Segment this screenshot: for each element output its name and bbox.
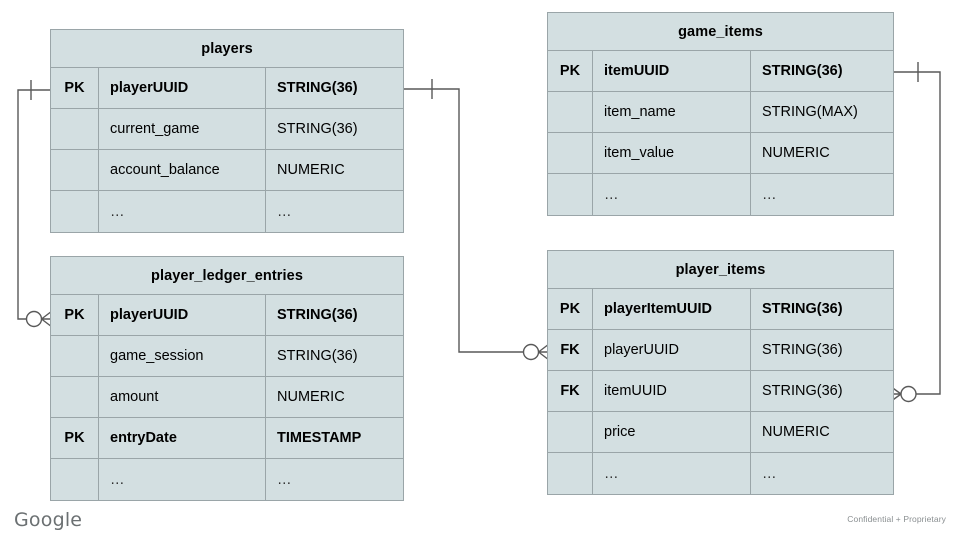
row-name: playerItemUUID — [593, 289, 751, 329]
row-key — [51, 459, 99, 500]
row-key — [548, 92, 593, 132]
row-key — [548, 174, 593, 215]
row-type: STRING(36) — [762, 342, 843, 358]
relationship-game-items-to-player-items — [889, 62, 941, 403]
row-name: entryDate — [99, 418, 266, 458]
row-type: STRING(36) — [762, 383, 843, 399]
row-type: STRING(36) — [277, 348, 358, 364]
table-row[interactable]: account_balance NUMERIC — [51, 150, 403, 191]
row-name: … — [99, 191, 266, 232]
table-row[interactable]: … … — [51, 191, 403, 232]
table-row[interactable]: game_session STRING(36) — [51, 336, 403, 377]
row-type: … — [762, 465, 778, 482]
row-key: FK — [548, 330, 593, 370]
row-name: itemUUID — [593, 371, 751, 411]
row-name: playerUUID — [99, 68, 266, 108]
row-name: amount — [99, 377, 266, 417]
row-key: FK — [548, 371, 593, 411]
row-key — [51, 191, 99, 232]
entity-title: player_ledger_entries — [51, 257, 403, 295]
entity-game-items[interactable]: game_items PK itemUUID STRING(36) item_n… — [547, 12, 894, 216]
relationship-players-to-ledger — [17, 80, 53, 328]
row-key — [51, 336, 99, 376]
row-key: PK — [51, 295, 99, 335]
row-key — [548, 133, 593, 173]
entity-title: game_items — [548, 13, 893, 51]
table-row[interactable]: PK playerUUID STRING(36) — [51, 295, 403, 336]
table-row[interactable]: … … — [548, 174, 893, 215]
table-row[interactable]: current_game STRING(36) — [51, 109, 403, 150]
row-type: NUMERIC — [762, 145, 830, 161]
row-type: STRING(36) — [762, 301, 843, 317]
table-row[interactable]: FK playerUUID STRING(36) — [548, 330, 893, 371]
table-row[interactable]: … … — [51, 459, 403, 500]
row-type: NUMERIC — [277, 389, 345, 405]
row-name: current_game — [99, 109, 266, 149]
table-row[interactable]: PK playerUUID STRING(36) — [51, 68, 403, 109]
row-name: … — [593, 174, 751, 215]
row-type: TIMESTAMP — [277, 430, 362, 446]
row-key — [51, 109, 99, 149]
row-name: itemUUID — [593, 51, 751, 91]
row-name: … — [593, 453, 751, 494]
row-type: STRING(36) — [277, 121, 358, 137]
entity-player-items[interactable]: player_items PK playerItemUUID STRING(36… — [547, 250, 894, 495]
row-name: playerUUID — [593, 330, 751, 370]
row-key: PK — [51, 418, 99, 458]
row-name: account_balance — [99, 150, 266, 190]
row-name: playerUUID — [99, 295, 266, 335]
entity-title: players — [51, 30, 403, 68]
row-name: … — [99, 459, 266, 500]
row-name: item_value — [593, 133, 751, 173]
row-type: STRING(36) — [277, 307, 358, 323]
row-type: STRING(36) — [762, 63, 843, 79]
row-key — [548, 412, 593, 452]
row-type: … — [762, 186, 778, 203]
row-type: … — [277, 471, 293, 488]
row-key — [51, 150, 99, 190]
table-row[interactable]: … … — [548, 453, 893, 494]
table-row[interactable]: price NUMERIC — [548, 412, 893, 453]
table-row[interactable]: amount NUMERIC — [51, 377, 403, 418]
row-type: NUMERIC — [277, 162, 345, 178]
table-row[interactable]: PK itemUUID STRING(36) — [548, 51, 893, 92]
row-key: PK — [548, 51, 593, 91]
row-key — [51, 377, 99, 417]
row-type: NUMERIC — [762, 424, 830, 440]
confidentiality-note: Confidential + Proprietary — [847, 514, 946, 524]
row-key — [548, 453, 593, 494]
table-row[interactable]: item_value NUMERIC — [548, 133, 893, 174]
table-row[interactable]: FK itemUUID STRING(36) — [548, 371, 893, 412]
row-type: … — [277, 203, 293, 220]
row-name: item_name — [593, 92, 751, 132]
row-name: price — [593, 412, 751, 452]
row-type: STRING(36) — [277, 80, 358, 96]
relationship-players-to-player-items — [404, 79, 550, 361]
table-row[interactable]: item_name STRING(MAX) — [548, 92, 893, 133]
row-type: STRING(MAX) — [762, 104, 858, 120]
entity-players[interactable]: players PK playerUUID STRING(36) current… — [50, 29, 404, 233]
google-logo: Google — [14, 509, 83, 531]
table-row[interactable]: PK entryDate TIMESTAMP — [51, 418, 403, 459]
entity-player-ledger-entries[interactable]: player_ledger_entries PK playerUUID STRI… — [50, 256, 404, 501]
entity-title: player_items — [548, 251, 893, 289]
table-row[interactable]: PK playerItemUUID STRING(36) — [548, 289, 893, 330]
row-key: PK — [51, 68, 99, 108]
row-key: PK — [548, 289, 593, 329]
row-name: game_session — [99, 336, 266, 376]
